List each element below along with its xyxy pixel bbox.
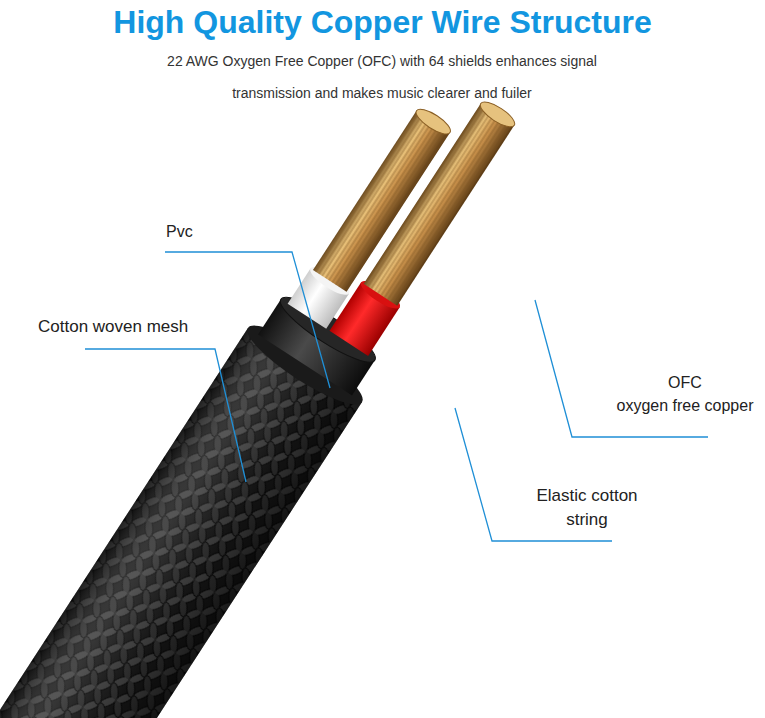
part-label: OFC: [610, 373, 760, 393]
leader-lines: [85, 252, 708, 541]
subtitle-text: 22 AWG Oxygen Free Copper (OFC) with 64 …: [132, 45, 632, 109]
part-label: Pvc: [166, 222, 226, 242]
part-label: Cotton woven mesh: [38, 316, 228, 338]
part-label: Elastic cotton string: [520, 484, 654, 532]
diagram-title: High Quality Copper Wire Structure: [0, 2, 765, 42]
part-label: oxygen free copper: [608, 396, 762, 416]
